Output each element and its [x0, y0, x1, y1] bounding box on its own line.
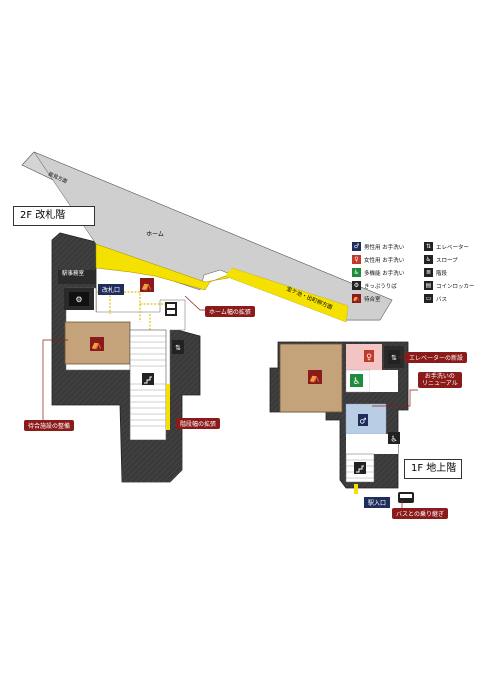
station-entrance-label: 駅入口: [364, 497, 391, 508]
coin-locker-icon: ▤: [424, 281, 433, 290]
male-toilet-icon: ♂: [358, 414, 368, 426]
svg-text:⛺: ⛺: [141, 282, 152, 292]
platform-widening-annotation: ホーム幅の拡張: [205, 306, 255, 317]
platform-label: ホーム: [146, 231, 164, 238]
accessible-toilet-icon: ♿: [350, 374, 363, 387]
female-toilet-icon: ♀: [352, 255, 361, 264]
toilet-renewal-line-1: お手洗いの: [424, 373, 455, 380]
stairs-icon: ≣: [424, 268, 433, 277]
bus-icon: [398, 492, 414, 503]
slope-icon: ♿: [424, 255, 433, 264]
toilet-renewal-annotation: お手洗いの リニューアル: [418, 372, 462, 388]
svg-text:⇅: ⇅: [391, 354, 397, 362]
station-office-room: [58, 270, 96, 284]
legend-item: ♂ 男性用 お手洗い: [352, 241, 404, 252]
bus-transfer-annotation: バスとの乗り継ぎ: [392, 508, 448, 519]
male-toilet-icon: ♂: [352, 242, 361, 251]
legend-label: 男性用 お手洗い: [364, 244, 405, 251]
legend-label: スロープ: [436, 257, 458, 264]
station-office-label: 駅事務室: [62, 269, 85, 277]
elevator-icon: ⇅: [172, 340, 184, 354]
ticket-machine-icon: ⚙: [352, 281, 361, 290]
svg-text:⛺: ⛺: [91, 341, 102, 351]
svg-text:♿: ♿: [390, 435, 397, 444]
stair-widening-annotation: 階段幅の拡張: [176, 418, 221, 429]
1f-entrance-strip: [354, 484, 358, 494]
elevator-icon: ⇅: [388, 350, 400, 364]
legend-item: ♀ 女性用 お手洗い: [352, 254, 404, 265]
svg-text:⛺: ⛺: [309, 374, 320, 384]
female-toilet-icon: ♀: [364, 350, 374, 362]
2f-lower-stair-void: [122, 440, 182, 482]
svg-text:⇅: ⇅: [175, 344, 181, 352]
ticket-machine-icon: ⚙: [69, 292, 89, 306]
ticket-gate-label: 改札口: [98, 284, 125, 295]
stairs-icon: [142, 373, 154, 385]
toilet-renewal-line-2: リニューアル: [422, 380, 458, 387]
svg-text:♀: ♀: [366, 353, 372, 362]
floor-label-2f: 2F 改札階: [13, 206, 95, 226]
legend-label: コインロッカー: [436, 283, 475, 290]
legend-item: ▭ バス: [424, 293, 447, 304]
legend-label: きっぷうりば: [364, 283, 397, 290]
waiting-room-icon: ⛺: [308, 370, 322, 384]
new-elevator-annotation: エレベーターの新設: [405, 352, 468, 363]
svg-text:♿: ♿: [352, 377, 360, 387]
elevator-icon: ⇅: [424, 242, 433, 251]
1f-lobby: [346, 434, 398, 454]
svg-text:♂: ♂: [359, 417, 366, 426]
1f-staircase: [345, 453, 375, 483]
legend-item: ⇅ エレベーター: [424, 241, 469, 252]
legend-item: ♿ スロープ: [424, 254, 458, 265]
waiting-room-icon: ⛺: [90, 337, 104, 351]
legend-item: ▤ コインロッカー: [424, 280, 475, 291]
waiting-room-annotation: 待合施設の整備: [24, 420, 75, 431]
yellow-strip-right: [225, 268, 348, 322]
legend-label: 待合室: [364, 296, 381, 303]
annotation-leaders: [42, 295, 418, 508]
legend-item: ≣ 階段: [424, 267, 447, 278]
stairs-icon: [354, 462, 366, 474]
legend-label: 女性用 お手洗い: [364, 257, 405, 264]
legend-item: ♿ 多機能 お手洗い: [352, 267, 404, 278]
slope-icon: ♿: [388, 432, 400, 444]
legend-label: エレベーター: [436, 244, 470, 251]
bus-icon: ▭: [424, 294, 433, 303]
legend-label: バス: [436, 296, 448, 303]
legend-item: ⚙ きっぷうりば: [352, 280, 397, 291]
waiting-room-icon: ⛺: [352, 294, 361, 303]
1f-corridor: [370, 370, 398, 392]
accessible-toilet-icon: ♿: [352, 268, 361, 277]
legend-item: ⛺ 待合室: [352, 293, 381, 304]
floor-label-1f: 1F 地上階: [404, 459, 462, 479]
legend-label: 多機能 お手洗い: [364, 270, 405, 277]
legend-label: 階段: [436, 270, 448, 277]
waiting-room-icon: ⛺: [140, 278, 154, 292]
coin-locker-icon: [165, 302, 177, 316]
svg-text:⚙: ⚙: [75, 295, 82, 304]
